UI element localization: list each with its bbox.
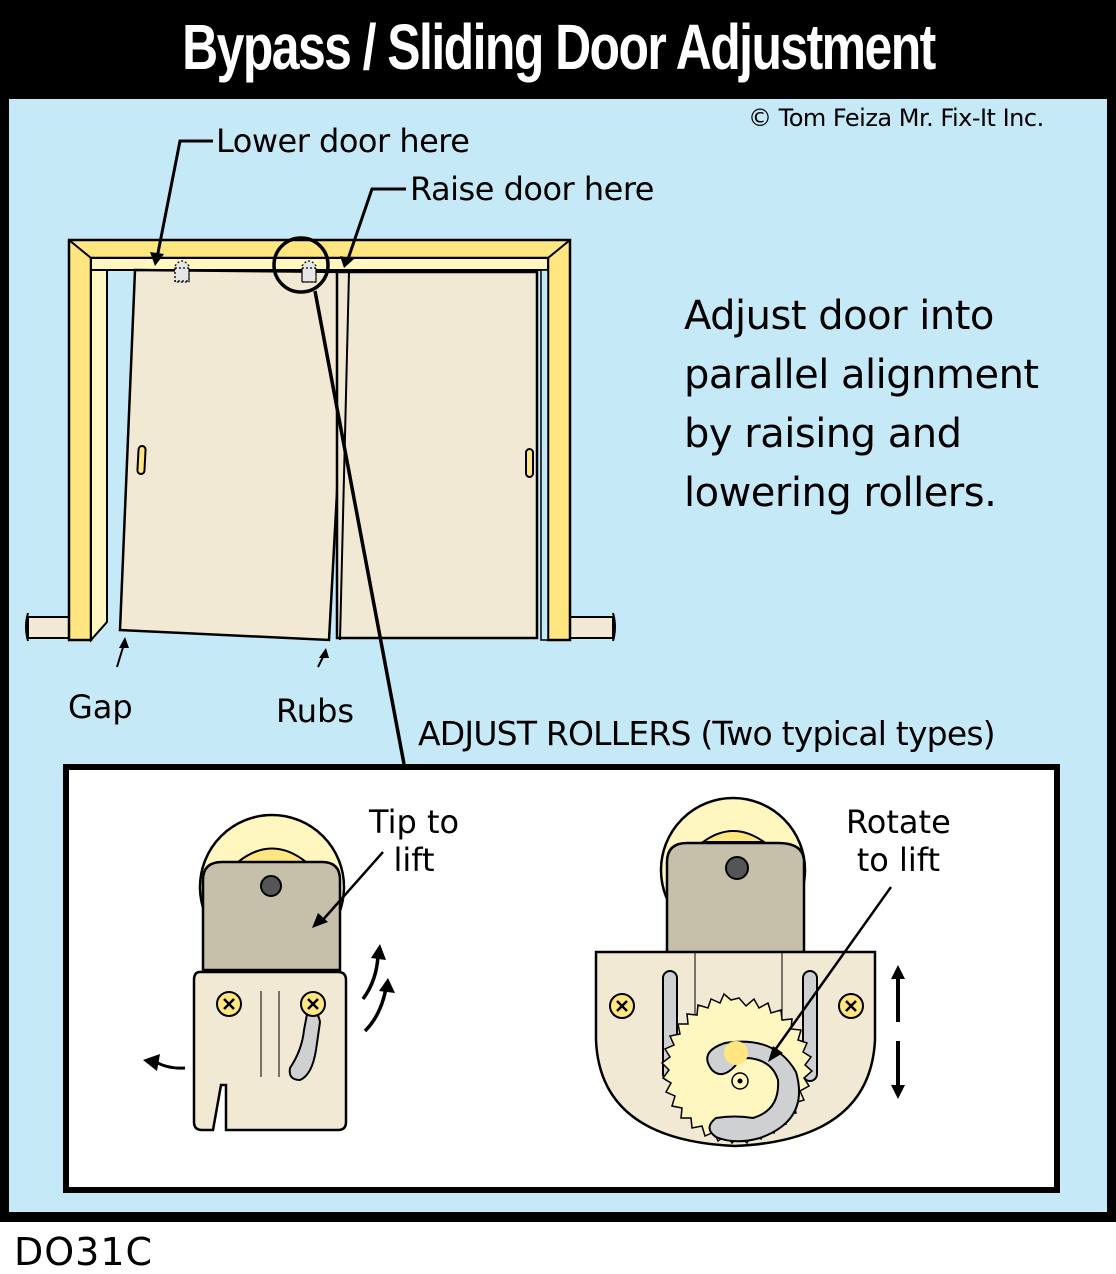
label-line: Rotate bbox=[846, 803, 951, 841]
arrow-gap bbox=[116, 637, 129, 668]
roller-hidden-left bbox=[174, 260, 190, 283]
screw-icon bbox=[216, 991, 242, 1017]
roller-type-tip bbox=[143, 813, 395, 1132]
arrow-raise-door bbox=[340, 187, 406, 268]
adjustment-description: Adjust door into parallel alignment by r… bbox=[684, 287, 1084, 523]
screw-icon bbox=[838, 993, 864, 1019]
rollers-section-heading: ADJUST ROLLERS (Two typical types) bbox=[418, 714, 996, 753]
door-frame bbox=[67, 238, 572, 643]
copyright-notice: © Tom Feiza Mr. Fix-It Inc. bbox=[748, 104, 1044, 132]
label-raise-door-here: Raise door here bbox=[410, 170, 654, 208]
label-line: lift bbox=[393, 841, 435, 879]
description-line: by raising and bbox=[684, 411, 962, 457]
label-line: to lift bbox=[856, 841, 941, 879]
description-line: Adjust door into bbox=[684, 293, 994, 339]
screw-icon bbox=[300, 991, 326, 1017]
arrow-rubs bbox=[317, 648, 329, 668]
label-tip-to-lift: Tip to lift bbox=[369, 803, 459, 879]
page-title: Bypass / Sliding Door Adjustment bbox=[181, 10, 936, 83]
description-line: parallel alignment bbox=[684, 352, 1039, 398]
label-rubs: Rubs bbox=[276, 692, 355, 730]
label-rotate-to-lift: Rotate to lift bbox=[846, 803, 951, 879]
magnifier-callout bbox=[272, 236, 406, 765]
arrow-lower-door bbox=[150, 139, 213, 266]
title-bar: Bypass / Sliding Door Adjustment bbox=[0, 0, 1116, 99]
figure-code: DO31C bbox=[14, 1230, 154, 1274]
roller-type-rotate bbox=[594, 796, 905, 1148]
label-gap: Gap bbox=[68, 688, 133, 726]
label-lower-door-here: Lower door here bbox=[216, 122, 470, 160]
roller-hidden-right bbox=[301, 260, 317, 283]
description-line: lowering rollers. bbox=[684, 470, 997, 516]
door-left-tilted bbox=[118, 268, 351, 642]
label-line: Tip to bbox=[369, 803, 460, 841]
screw-icon bbox=[609, 993, 635, 1019]
